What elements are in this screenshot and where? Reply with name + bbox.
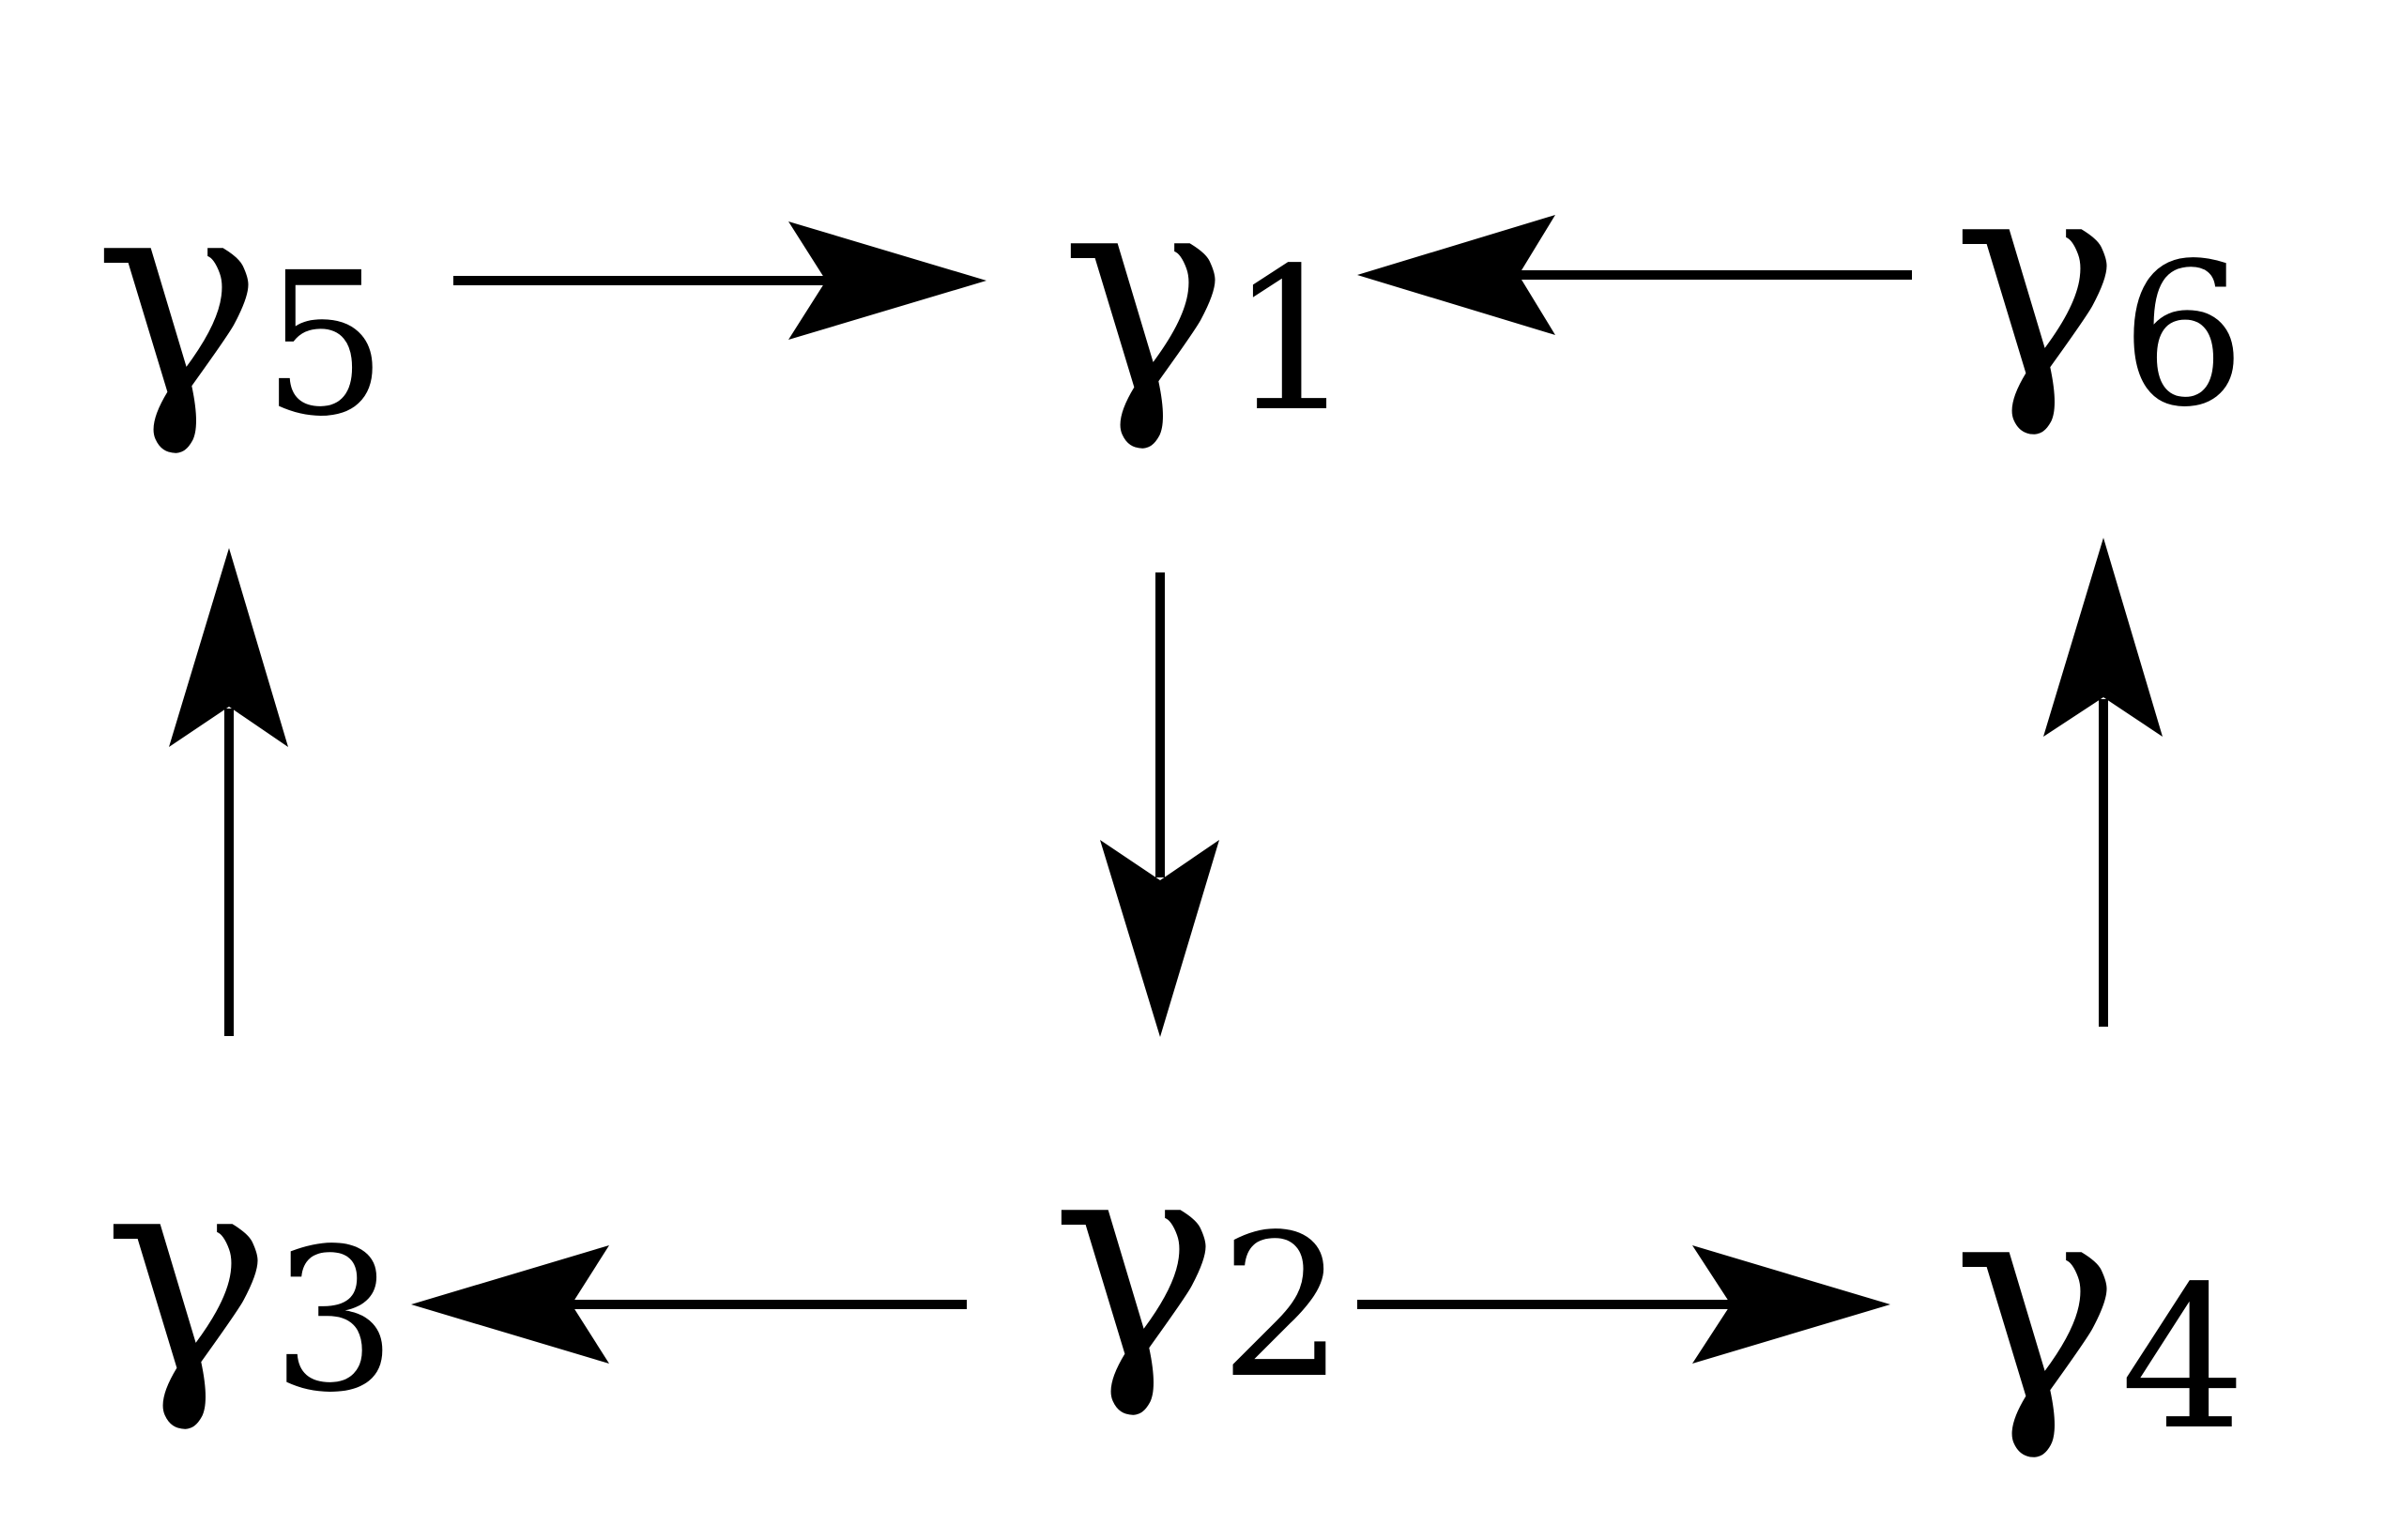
node-symbol: γ xyxy=(1952,1137,2120,1465)
node-subscript: 4 xyxy=(2120,1243,2246,1473)
svg-text:γ4: γ4 xyxy=(1952,1137,2246,1473)
svg-text:γ3: γ3 xyxy=(103,1109,397,1437)
node-gamma-3: γ3 xyxy=(103,1109,397,1437)
node-symbol: γ xyxy=(1061,129,1229,456)
node-subscript: 1 xyxy=(1229,225,1354,455)
arrow-g1-to-g2 xyxy=(1100,572,1219,1037)
node-subscript: 6 xyxy=(2120,221,2246,450)
arrow-g2-to-g3 xyxy=(411,1245,967,1364)
svg-text:γ1: γ1 xyxy=(1061,129,1354,456)
arrow-g5-to-g1 xyxy=(453,221,986,340)
arrow-g2-to-g4 xyxy=(1357,1245,1890,1364)
node-symbol: γ xyxy=(94,133,262,461)
node-subscript: 5 xyxy=(262,230,388,460)
node-gamma-6: γ6 xyxy=(1952,114,2246,450)
svg-text:γ5: γ5 xyxy=(94,133,388,461)
svg-text:γ2: γ2 xyxy=(1051,1095,1345,1423)
node-subscript: 2 xyxy=(1219,1192,1345,1422)
arrow-g6-to-g1 xyxy=(1357,215,1912,335)
node-symbol: γ xyxy=(103,1109,271,1437)
node-symbol: γ xyxy=(1051,1095,1219,1423)
node-gamma-4: γ4 xyxy=(1952,1137,2246,1473)
arrow-g3-to-g5 xyxy=(169,548,288,1036)
node-subscript: 3 xyxy=(271,1206,397,1436)
node-gamma-2: γ2 xyxy=(1051,1095,1345,1423)
node-symbol: γ xyxy=(1952,114,2120,442)
node-gamma-5: γ5 xyxy=(94,133,388,461)
svg-text:γ6: γ6 xyxy=(1952,114,2246,450)
node-gamma-1: γ1 xyxy=(1061,129,1354,456)
arrow-g4-to-g6 xyxy=(2043,538,2163,1027)
